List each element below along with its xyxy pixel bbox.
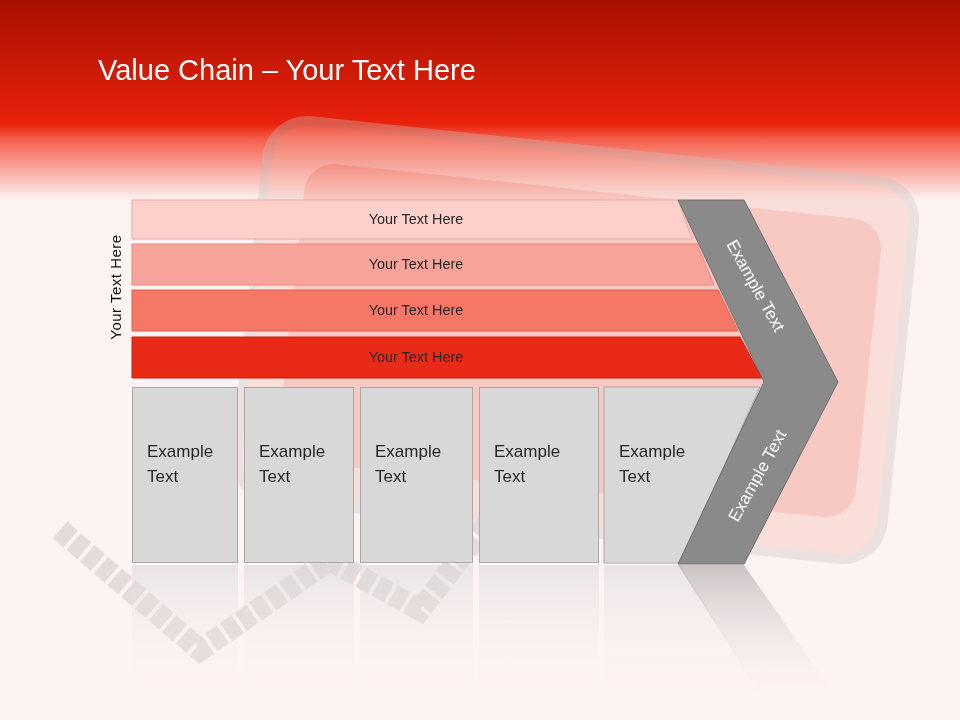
node-text: Example Text [619, 439, 701, 489]
axis-label: Your Text Here [107, 234, 124, 339]
node-text: Example Text [375, 439, 457, 489]
activity-band: Your Text Here [132, 290, 738, 331]
node-text: Example Text [259, 439, 341, 489]
node-text: Example Text [494, 439, 576, 489]
primary-activity-box: Example Text [244, 387, 354, 563]
node-text: Your Text Here [132, 290, 700, 331]
activity-band: Your Text Here [132, 337, 762, 378]
activity-band: Your Text Here [132, 244, 714, 285]
slide-title: Value Chain – Your Text Here [98, 54, 476, 87]
node-text: Your Text Here [132, 244, 700, 285]
primary-activity-box: Example Text [360, 387, 473, 563]
node-text: Your Text Here [132, 337, 700, 378]
reflection [132, 565, 838, 700]
margin-chevron: Example TextExample Text [678, 200, 840, 564]
primary-activity-box: Example Text [132, 387, 238, 563]
node-text: Example Text [147, 439, 229, 489]
shape-outline [678, 200, 840, 564]
node-text: Your Text Here [132, 200, 700, 239]
activity-band: Your Text Here [132, 200, 692, 239]
primary-activity-box: Example Text [479, 387, 599, 563]
